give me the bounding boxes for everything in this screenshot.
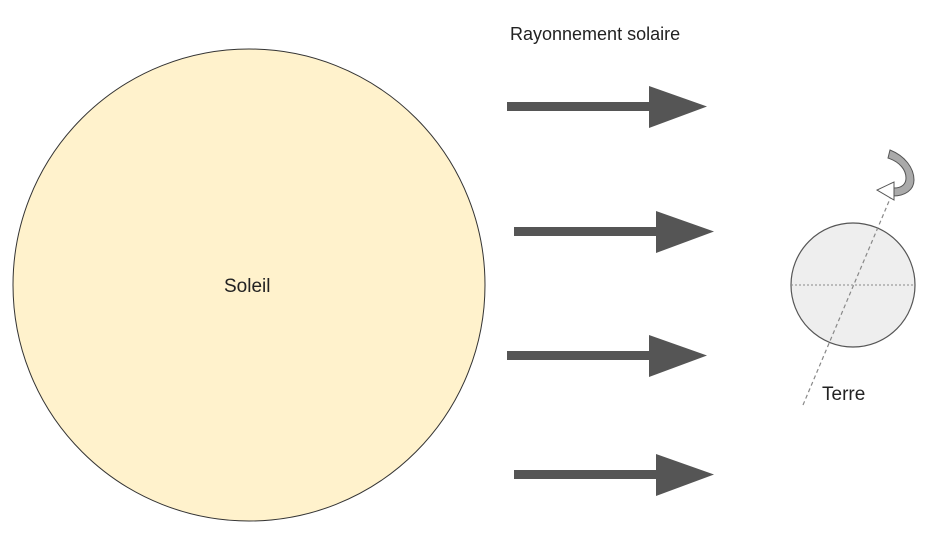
radiation-arrow-shaft	[507, 351, 651, 360]
radiation-arrow	[507, 335, 707, 377]
earth-label: Terre	[822, 384, 866, 405]
radiation-label: Rayonnement solaire	[510, 24, 681, 44]
rotation-arrow-head	[875, 181, 895, 201]
earth	[790, 186, 916, 406]
radiation-arrow-head	[649, 86, 707, 128]
radiation-arrow	[514, 454, 714, 496]
radiation-arrow-shaft	[514, 470, 658, 479]
radiation-arrow-shaft	[514, 227, 658, 236]
sun-circle	[12, 48, 486, 522]
radiation-arrow-head	[656, 211, 714, 253]
radiation-arrow	[514, 211, 714, 253]
sun-label: Soleil	[224, 276, 271, 297]
earth-rotation-axis	[802, 186, 896, 406]
radiation-arrow-head	[649, 335, 707, 377]
rotation-arrow-icon	[875, 149, 915, 201]
radiation-arrow	[507, 86, 707, 128]
solar-radiation-arrows	[507, 86, 714, 496]
radiation-arrow-head	[656, 454, 714, 496]
radiation-arrow-shaft	[507, 102, 651, 111]
